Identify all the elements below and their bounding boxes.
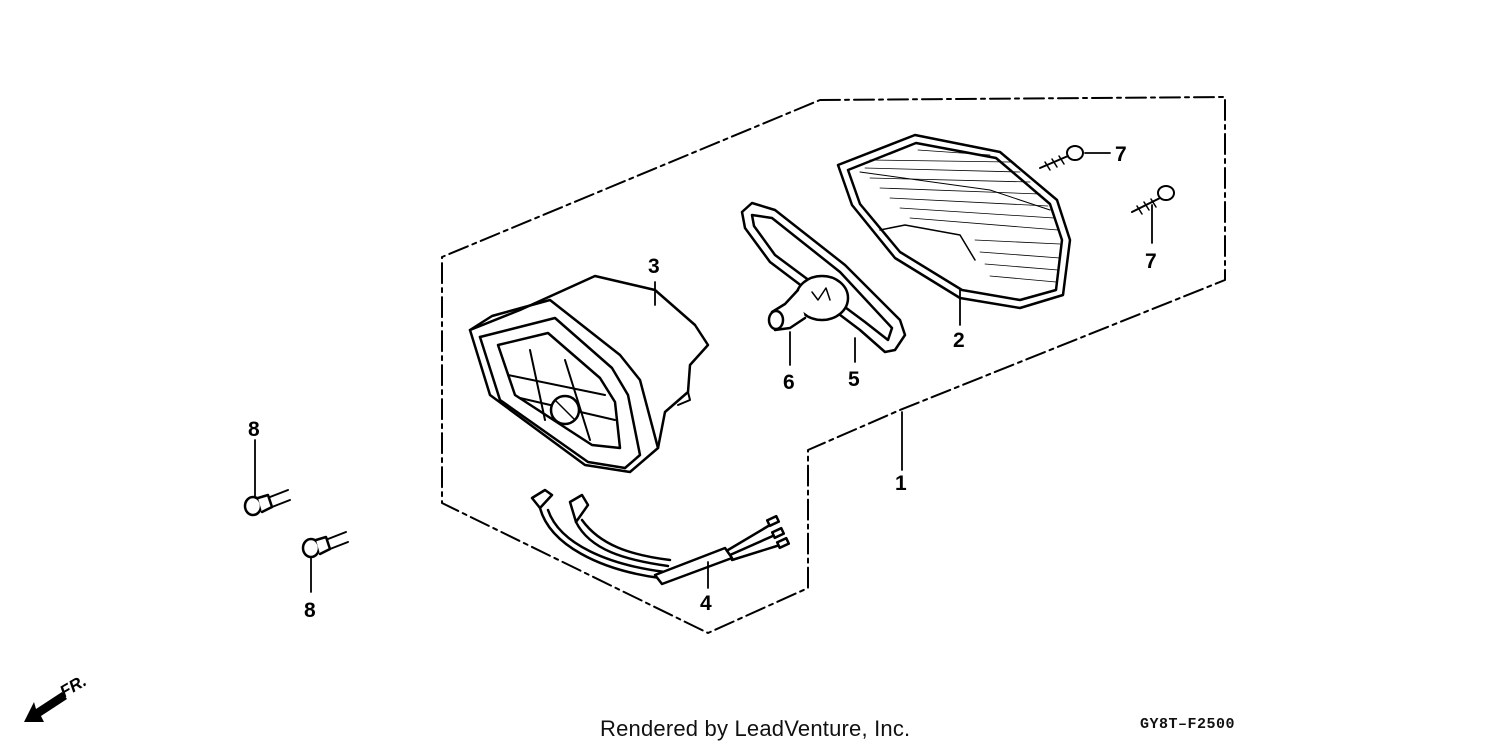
- assembly-outline: [441, 96, 1226, 634]
- lens-part: [836, 133, 1072, 310]
- bolt-part-lower: [301, 531, 349, 559]
- callout-6: 6: [783, 371, 795, 394]
- callout-7-lower: 7: [1145, 250, 1157, 273]
- callout-2: 2: [953, 329, 965, 352]
- callout-7-upper: 7: [1115, 143, 1127, 166]
- housing-part: [468, 274, 710, 474]
- callout-3: 3: [648, 255, 660, 278]
- callout-8-lower: 8: [304, 599, 316, 622]
- wire-harness-part: [530, 488, 791, 586]
- callout-8-upper: 8: [248, 418, 260, 441]
- callout-4: 4: [700, 592, 712, 615]
- bolt-part-upper: [243, 489, 291, 517]
- screw-part-upper: [1039, 145, 1084, 171]
- bulb-part: [767, 274, 850, 332]
- screw-part-lower: [1131, 185, 1175, 215]
- diagram-code: GY8T–F2500: [1140, 716, 1236, 733]
- callout-1: 1: [895, 472, 907, 495]
- credit-text: Rendered by LeadVenture, Inc.: [600, 716, 911, 741]
- callout-5: 5: [848, 368, 860, 391]
- front-direction-arrow-icon: [24, 692, 67, 722]
